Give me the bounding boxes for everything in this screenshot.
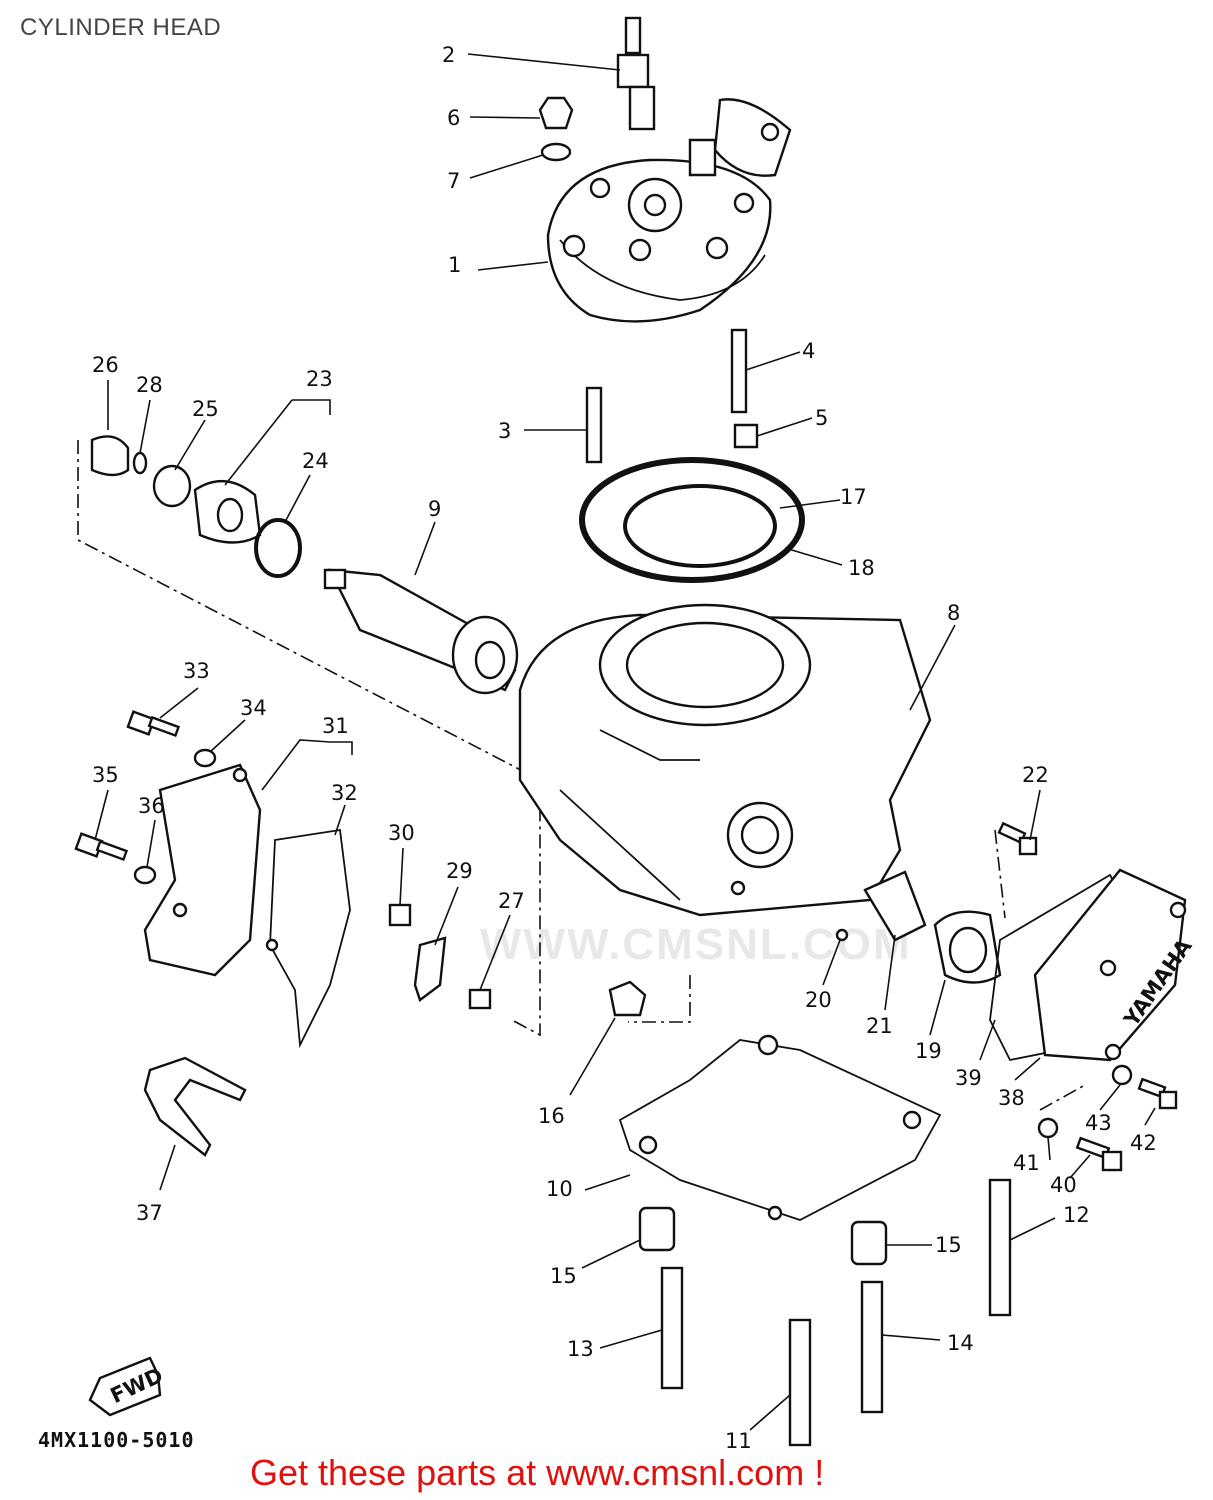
callout-11: 11 bbox=[725, 1429, 752, 1453]
head-studs-parts bbox=[585, 328, 759, 464]
leader-lines bbox=[94, 53, 1156, 1431]
callout-8: 8 bbox=[947, 601, 960, 625]
callout-32: 32 bbox=[331, 781, 358, 805]
callout-21: 21 bbox=[866, 1014, 893, 1038]
callout-35: 35 bbox=[92, 763, 119, 787]
cylinder-head-part bbox=[546, 98, 792, 323]
callout-1: 1 bbox=[448, 253, 461, 277]
cylinder-block-part bbox=[518, 603, 932, 917]
cover-bolts-parts bbox=[74, 710, 217, 885]
callout-15-right: 15 bbox=[935, 1233, 962, 1257]
callout-18: 18 bbox=[848, 556, 875, 580]
callout-28: 28 bbox=[136, 373, 163, 397]
callout-17: 17 bbox=[840, 485, 867, 509]
cover-and-gasket-parts bbox=[143, 763, 351, 1049]
bracket-part bbox=[143, 1056, 247, 1157]
callout-10: 10 bbox=[546, 1177, 573, 1201]
side-cover-parts: YAMAHA bbox=[863, 868, 1197, 1062]
callout-36: 36 bbox=[138, 794, 165, 818]
callout-19: 19 bbox=[915, 1039, 942, 1063]
callout-20: 20 bbox=[805, 988, 832, 1012]
callout-43: 43 bbox=[1085, 1111, 1112, 1135]
cover-hardware-parts bbox=[835, 821, 1178, 1172]
callout-31: 31 bbox=[322, 714, 349, 738]
callout-7: 7 bbox=[447, 169, 460, 193]
callout-37: 37 bbox=[136, 1201, 163, 1225]
callout-12: 12 bbox=[1063, 1203, 1090, 1227]
callout-4: 4 bbox=[802, 339, 815, 363]
callout-40: 40 bbox=[1050, 1173, 1077, 1197]
callout-6: 6 bbox=[447, 106, 460, 130]
callout-22: 22 bbox=[1022, 763, 1049, 787]
callout-41: 41 bbox=[1013, 1151, 1040, 1175]
base-studs-parts bbox=[638, 1178, 1012, 1447]
callout-24: 24 bbox=[302, 449, 329, 473]
assembly-lines bbox=[77, 440, 1086, 1111]
exhaust-valve-part bbox=[323, 568, 519, 695]
callout-34: 34 bbox=[240, 696, 267, 720]
callout-2: 2 bbox=[442, 43, 455, 67]
base-gasket-part bbox=[618, 1034, 942, 1221]
valve-holder-group-parts bbox=[90, 435, 302, 578]
fwd-arrow-icon: FWD bbox=[88, 1356, 167, 1417]
callout-38: 38 bbox=[998, 1086, 1025, 1110]
callout-13: 13 bbox=[567, 1337, 594, 1361]
callout-3: 3 bbox=[498, 419, 511, 443]
page-title: CYLINDER HEAD bbox=[20, 14, 222, 41]
callout-39: 39 bbox=[955, 1066, 982, 1090]
callout-23: 23 bbox=[306, 367, 333, 391]
drawing-code: 4MX1100-5010 bbox=[38, 1428, 195, 1452]
callout-numbers: 1 2 3 4 5 6 7 8 9 10 11 12 13 14 15 15 1… bbox=[92, 43, 1157, 1453]
callout-30: 30 bbox=[388, 821, 415, 845]
callout-15-left: 15 bbox=[550, 1264, 577, 1288]
callout-16: 16 bbox=[538, 1104, 565, 1128]
nut-and-washer-parts bbox=[538, 96, 574, 162]
callout-5: 5 bbox=[815, 406, 828, 430]
callout-29: 29 bbox=[446, 859, 473, 883]
promo-link[interactable]: Get these parts at www.cmsnl.com ! bbox=[250, 1452, 825, 1493]
callout-9: 9 bbox=[428, 497, 441, 521]
callout-14: 14 bbox=[947, 1331, 974, 1355]
callout-42: 42 bbox=[1130, 1131, 1157, 1155]
callout-27: 27 bbox=[498, 889, 525, 913]
callout-25: 25 bbox=[192, 397, 219, 421]
spark-plug-part bbox=[616, 16, 656, 131]
small-hardware-parts bbox=[388, 903, 647, 1017]
callout-33: 33 bbox=[183, 659, 210, 683]
o-rings-parts bbox=[579, 457, 805, 583]
callout-26: 26 bbox=[92, 353, 119, 377]
